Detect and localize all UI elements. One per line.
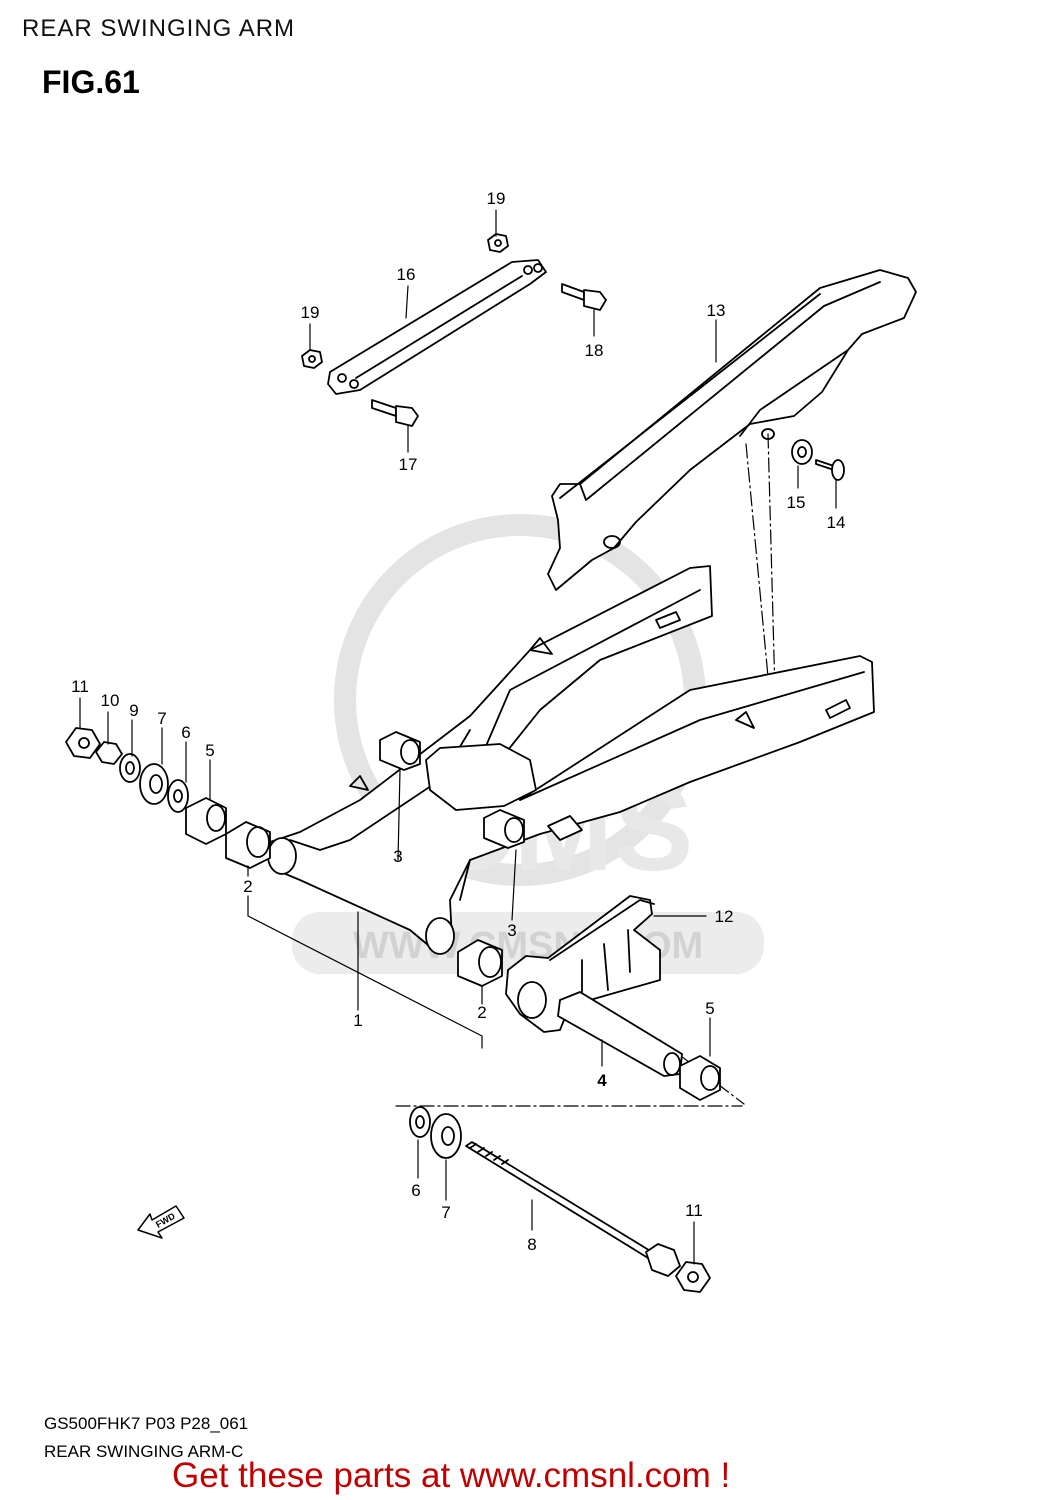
callout-2: 2 (477, 1003, 486, 1022)
callout-19: 19 (301, 303, 320, 322)
part-14-screw (815, 459, 845, 481)
part-11-nut-2 (675, 1261, 711, 1293)
figure-number: FIG.61 (42, 64, 140, 100)
callouts: 19 16 19 18 13 17 15 14 11 10 9 7 6 5 2 … (71, 189, 845, 1254)
part-6-washer-2 (409, 1106, 431, 1138)
callout-5: 5 (705, 999, 714, 1018)
callout-17: 17 (399, 455, 418, 474)
part-16-link (327, 259, 547, 395)
callout-15: 15 (787, 493, 806, 512)
callout-6: 6 (181, 723, 190, 742)
part-17-bolt (371, 399, 419, 427)
callout-14: 14 (827, 513, 846, 532)
callout-7: 7 (157, 709, 166, 728)
callout-6: 6 (411, 1181, 420, 1200)
promo-link[interactable]: Get these parts at www.cmsnl.com ! (172, 1456, 731, 1495)
part-3-bushing (379, 731, 421, 771)
leader-lines (79, 209, 837, 1265)
part-6-washer (167, 779, 189, 813)
part-19-nut (487, 233, 509, 253)
callout-11: 11 (71, 677, 89, 696)
diagram-description: REAR SWINGING ARM-C (44, 1442, 244, 1461)
callout-8: 8 (527, 1235, 536, 1254)
callout-19: 19 (487, 189, 506, 208)
callout-16: 16 (397, 265, 416, 284)
page-title: REAR SWINGING ARM (22, 15, 296, 42)
callout-12: 12 (715, 907, 734, 926)
part-15-washer (791, 439, 813, 465)
part-18-bolt (561, 283, 607, 311)
part-5-spacer-2 (679, 1055, 721, 1101)
part-2-bearing-2 (457, 939, 503, 987)
part-10-nut (95, 741, 123, 765)
part-3-bushing-2 (483, 809, 525, 849)
callout-3: 3 (393, 847, 402, 866)
part-7-washer-2 (430, 1113, 462, 1159)
part-12-chain-buffer (505, 895, 661, 1033)
callout-18: 18 (585, 341, 604, 360)
callout-11: 11 (685, 1201, 703, 1220)
diagram-code: GS500FHK7 P03 P28_061 (44, 1414, 249, 1433)
callout-5: 5 (205, 741, 214, 760)
part-4-collar (557, 991, 683, 1077)
part-19-nut-2 (301, 349, 323, 369)
part-13-chain-case (547, 269, 917, 591)
callout-13: 13 (707, 301, 726, 320)
part-8-axle-bolt (465, 1141, 681, 1277)
callout-9: 9 (129, 701, 138, 720)
callout-10: 10 (101, 691, 120, 710)
callout-7: 7 (441, 1203, 450, 1222)
part-2-bearing (225, 821, 271, 869)
part-11-nut (65, 727, 101, 759)
part-7-washer (139, 763, 169, 805)
callout-2: 2 (243, 877, 252, 896)
part-5-spacer (185, 797, 227, 845)
part-9-washer (119, 753, 141, 783)
fwd-arrow-icon: FWD (137, 1205, 185, 1239)
callout-3: 3 (507, 921, 516, 940)
callout-4: 4 (597, 1071, 607, 1090)
callout-1: 1 (353, 1011, 362, 1030)
